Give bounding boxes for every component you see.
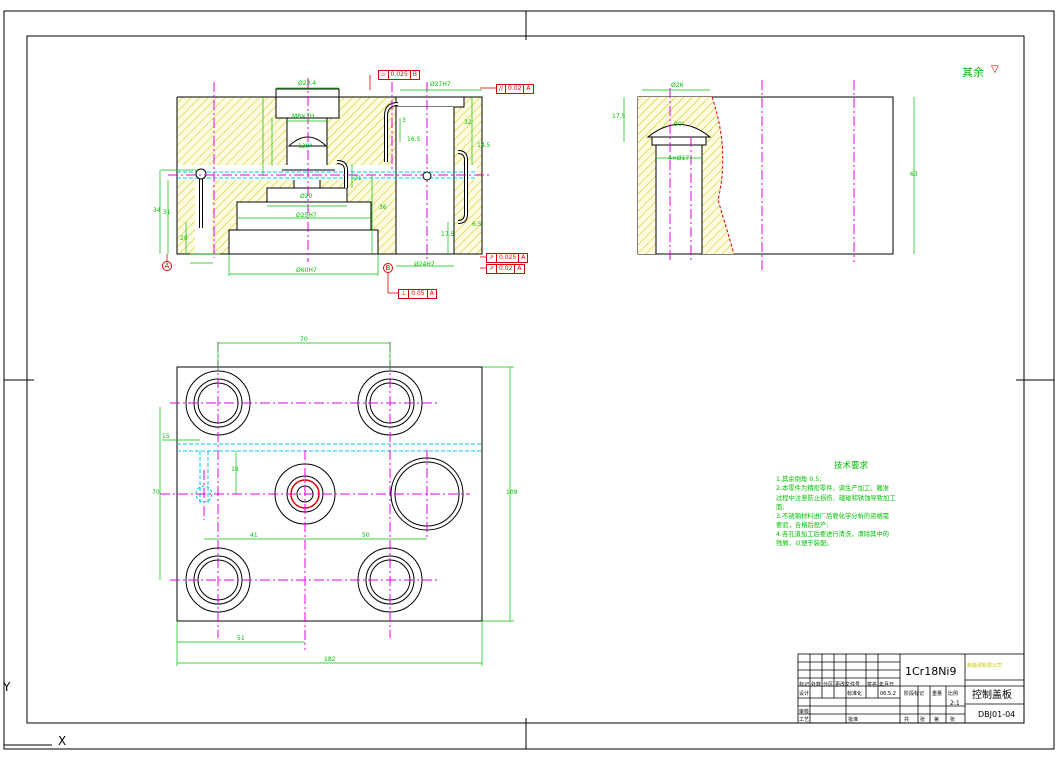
dim-v20: 20 (180, 235, 188, 242)
tb-row3: 批准 (848, 717, 859, 723)
side-dim-w1: Ø26 (671, 82, 684, 89)
title-block (797, 653, 1025, 724)
tb-row3: 审核 (799, 709, 810, 715)
plan-dim-50: 50 (362, 532, 370, 539)
roughness-symbol-icon: ▽ (991, 64, 999, 75)
dim-d1: Ø23.4 (298, 80, 317, 87)
roughness-note: 其余 (962, 66, 984, 79)
ucs-y-label: Y (3, 680, 11, 694)
dim-v36: 36 (379, 204, 387, 211)
dim-v6-5: 6.5 (472, 221, 482, 228)
material: 1Cr18Ni9 (905, 665, 957, 678)
tech-line: 4.各孔道加工后要进行清洗，清除其中的 (776, 531, 890, 539)
plan-dim-70: 70 (300, 336, 308, 343)
dim-v34: 34 (153, 207, 161, 214)
dim-v14-5: 14.5 (477, 142, 491, 149)
datum-b-label: B (385, 264, 391, 272)
plan-dim-51: 51 (237, 635, 245, 642)
tb-header: 标记 (799, 682, 810, 688)
side-dim-h1: 17.5 (612, 113, 626, 120)
datum-a-label: A (164, 262, 170, 270)
dim-v21: 21 (354, 175, 362, 182)
tb-header: 处数 (811, 682, 822, 688)
drawing-number: DBJ01-04 (978, 710, 1016, 719)
plan-dim-18: 18 (231, 466, 239, 473)
dim-v17-5: 17.5 (441, 231, 455, 238)
tech-line: 要验，合格后投产; (776, 521, 829, 529)
side-dim-a1: 90° (674, 121, 685, 128)
tech-line: 面; (776, 503, 785, 511)
dim-d6: Ø60H7 (296, 267, 317, 274)
plan-dim-15: 15 (162, 433, 170, 440)
side-view (623, 80, 915, 272)
tb-row4: 张 (950, 717, 956, 723)
tb-row2: 标准化 (847, 691, 863, 697)
datum-b-marker (383, 263, 393, 273)
tb-row4: 共 (904, 717, 910, 723)
plan-dim-182: 182 (324, 656, 336, 663)
tech-line: 残屑，以便于装配。 (776, 540, 833, 548)
tb-row2: 阶段标记 (904, 691, 925, 697)
dim-d5: Ø25H7 (296, 212, 317, 219)
tb-row4: 第 (934, 717, 940, 723)
tb-header: 签名 (867, 682, 878, 688)
dim-v32: 32 (464, 119, 472, 126)
dim-v16-5: 16.5 (407, 136, 421, 143)
dim-d7: Ø24H7 (414, 261, 435, 268)
technical-requirements: 技术要求 1.其余倒角 0.5; 2.本零件为精密零件，调生产加工、搬准 过程中… (776, 460, 926, 548)
tb-row3: 工艺 (799, 717, 810, 723)
tb-row2: 比例 (948, 691, 959, 697)
tech-line: 3.不锈钢材料进厂后要化学分析的资格需 (776, 512, 890, 520)
outer-border (3, 10, 1055, 750)
ucs-x-label: X (58, 734, 67, 748)
plan-view (159, 342, 514, 666)
tech-title: 技术要求 (833, 461, 868, 471)
front-section-view (159, 75, 496, 294)
tb-header: 年月日 (879, 682, 895, 688)
tb-row2: 设计 (799, 691, 810, 697)
side-dim-h2: 63 (910, 171, 918, 178)
dim-v31: 31 (163, 209, 171, 216)
date: 06.5.2 (880, 691, 896, 697)
company: 新能源有限公司 (967, 663, 1003, 669)
tech-line: 2.本零件为精密零件，调生产加工、搬准 (776, 485, 890, 493)
plan-dim-70v: 70 (152, 489, 160, 496)
dim-d4: Ø20 (300, 193, 313, 200)
plan-dim-109: 109 (506, 489, 518, 496)
dim-d3: 120° (298, 143, 313, 150)
scale: 2:1 (950, 700, 960, 707)
tb-row4: 张 (920, 717, 926, 723)
tech-line: 过程中注意防止损伤、磕碰和锈蚀导致加工 (776, 494, 896, 502)
tb-header: 更改文件号 (835, 682, 861, 688)
plan-dim-41: 41 (250, 532, 258, 539)
dim-d8: Ø27H7 (430, 81, 451, 88)
tb-header: 分区 (823, 682, 834, 688)
side-dim-d1: 4×Ø17 (668, 155, 690, 162)
part-name: 控制盖板 (972, 690, 1012, 701)
tb-row2: 重量 (932, 691, 943, 697)
tech-line: 1.其余倒角 0.5; (776, 476, 822, 484)
datum-a-marker (162, 261, 172, 271)
dim-d2: M8×7H (292, 113, 315, 120)
dim-v3: 3 (402, 117, 406, 124)
